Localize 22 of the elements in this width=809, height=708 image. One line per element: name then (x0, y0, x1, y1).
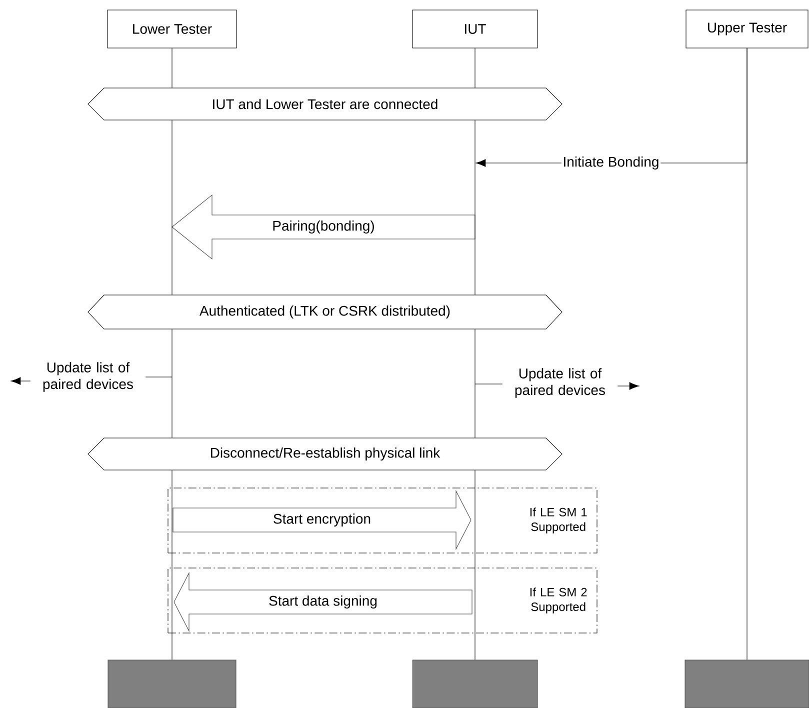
phase-band: Authenticated (LTK or CSRK distributed) (88, 294, 562, 330)
message-block: Start encryption (172, 490, 472, 550)
participant-box: IUT (412, 10, 538, 48)
arrow (617, 382, 640, 390)
message-block: Start data signing (174, 572, 472, 632)
phase-band: IUT and Lower Tester are connected (88, 88, 562, 120)
arrow (10, 377, 31, 385)
lifeline-end-box (412, 660, 538, 708)
lifeline-end-box (684, 660, 809, 708)
participant-box: Upper Tester (686, 10, 808, 48)
action-note: Update list of paired devices (515, 368, 605, 398)
edge-label: Initiate Bonding (561, 155, 661, 171)
participant-box: Lower Tester (107, 10, 237, 48)
lifeline (474, 470, 476, 660)
lifeline-end-box (108, 660, 236, 708)
lifeline (474, 329, 476, 438)
lifeline (474, 120, 476, 295)
connector-line (145, 376, 172, 378)
message-block: Pairing(bonding) (172, 194, 476, 260)
action-note: Update list of paired devices (43, 362, 133, 392)
phase-band: Disconnect/Re-establish physical link (88, 438, 562, 470)
lifeline (474, 48, 476, 88)
